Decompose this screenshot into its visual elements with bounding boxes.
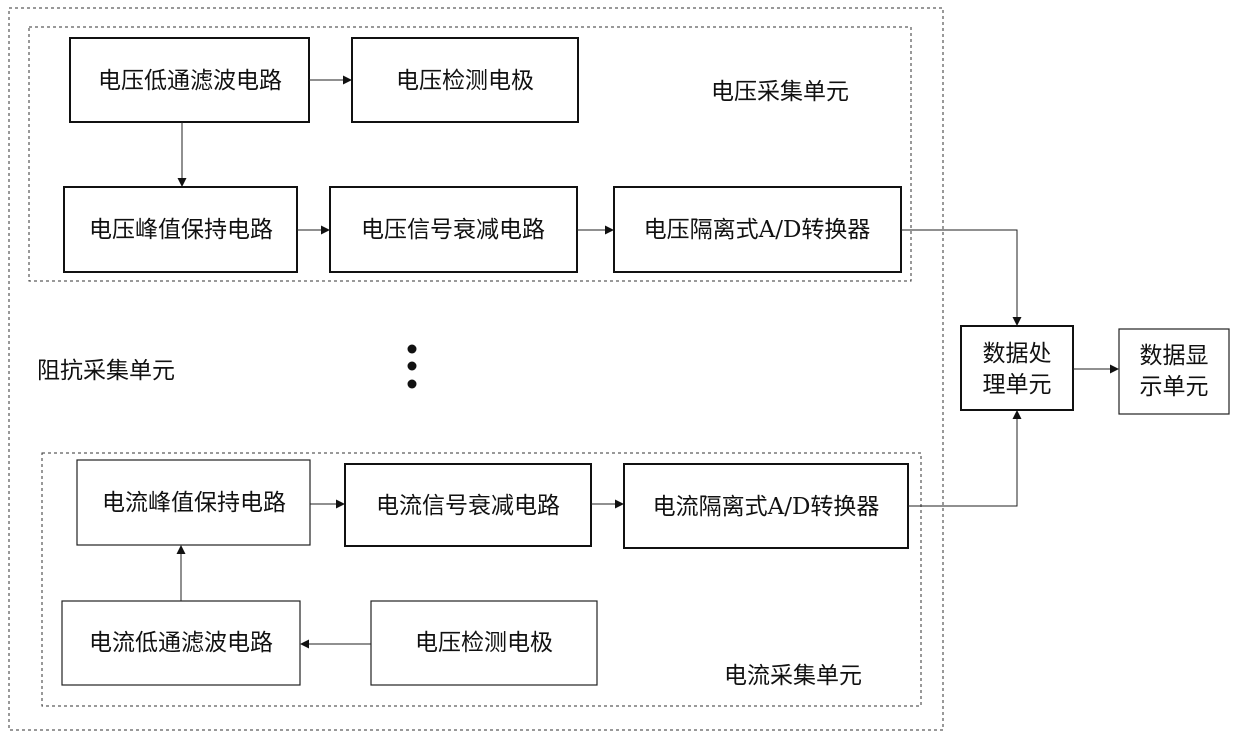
voltage-attenuation-label: 电压信号衰减电路: [361, 217, 545, 243]
arrow-attenuation-to-adc: [577, 226, 614, 235]
voltage-adc-block: 电压隔离式A/D转换器: [614, 187, 901, 272]
arrow-voltage-adc-to-processing: [901, 230, 1022, 326]
voltage-unit-label: 电压采集单元: [711, 79, 849, 105]
current-lowpass-label: 电流低通滤波电路: [89, 630, 273, 656]
voltage-electrode-label: 电压检测电极: [396, 68, 534, 94]
data-display-label-line1: 数据显: [1140, 343, 1209, 369]
data-display-label-line2: 示单元: [1140, 374, 1209, 400]
current-adc-block: 电流隔离式A/D转换器: [624, 464, 908, 548]
data-display-block: 数据显 示单元: [1119, 329, 1229, 414]
current-attenuation-label: 电流信号衰减电路: [376, 493, 560, 519]
data-processing-block: 数据处 理单元: [961, 326, 1073, 410]
impedance-unit-label: 阻抗采集单元: [37, 358, 175, 384]
voltage-adc-label: 电压隔离式A/D转换器: [644, 217, 871, 243]
current-adc-label: 电流隔离式A/D转换器: [653, 494, 880, 520]
arrow-lowpass-to-electrode: [309, 76, 352, 85]
arrow-current-adc-to-processing: [908, 410, 1022, 506]
arrow-lowpass-to-peak-hold: [178, 122, 187, 187]
current-attenuation-block: 电流信号衰减电路: [345, 464, 591, 546]
ellipsis-dots: [408, 345, 417, 389]
current-peak-hold-label: 电流峰值保持电路: [102, 490, 286, 516]
arrow-peak-hold-to-attenuation-current: [310, 500, 345, 509]
arrow-electrode-to-lowpass-current: [300, 640, 371, 649]
arrow-attenuation-to-adc-current: [591, 500, 624, 509]
voltage-peak-hold-label: 电压峰值保持电路: [89, 217, 273, 243]
current-unit-label: 电流采集单元: [724, 663, 862, 689]
arrow-lowpass-to-peak-hold-current: [177, 545, 186, 601]
data-processing-label-line2: 理单元: [983, 372, 1052, 398]
current-electrode-label: 电压检测电极: [415, 630, 553, 656]
voltage-electrode-block: 电压检测电极: [352, 38, 578, 122]
voltage-lowpass-label: 电压低通滤波电路: [98, 68, 282, 94]
voltage-peak-hold-block: 电压峰值保持电路: [64, 187, 297, 272]
current-peak-hold-block: 电流峰值保持电路: [77, 460, 310, 545]
voltage-lowpass-block: 电压低通滤波电路: [70, 38, 309, 122]
current-electrode-block: 电压检测电极: [371, 601, 597, 685]
current-lowpass-block: 电流低通滤波电路: [62, 601, 300, 685]
arrow-processing-to-display: [1073, 365, 1119, 374]
arrow-peak-hold-to-attenuation: [297, 226, 330, 235]
voltage-attenuation-block: 电压信号衰减电路: [330, 187, 577, 272]
data-processing-label-line1: 数据处: [983, 341, 1052, 367]
